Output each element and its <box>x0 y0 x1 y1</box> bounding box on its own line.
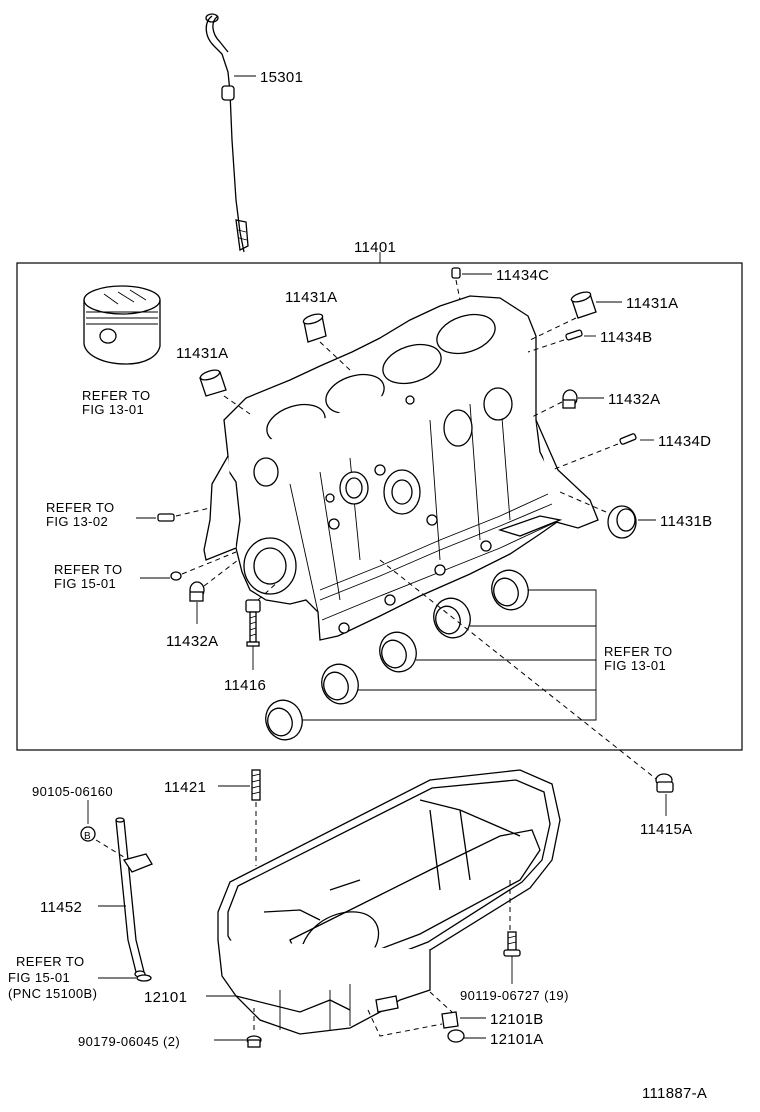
cylinder-block[interactable] <box>203 295 599 641</box>
label-11434c: 11434C <box>496 267 549 284</box>
label-12101: 12101 <box>144 989 187 1006</box>
label-11452: 11452 <box>40 899 82 916</box>
plug-11431a-right[interactable] <box>570 290 597 319</box>
pnc-ref-line2: FIG 15-01 <box>8 970 70 985</box>
label-90179: 90179-06045 (2) <box>78 1034 180 1049</box>
oil-pan-12101[interactable] <box>217 769 561 1035</box>
label-11401: 11401 <box>354 239 396 256</box>
label-11432a-right: 11432A <box>608 391 660 408</box>
pin-11434d[interactable] <box>619 433 637 445</box>
sensor-ref-line2: FIG 15-01 <box>54 576 116 591</box>
plug-11431a-top[interactable] <box>302 312 327 343</box>
label-11431a-left: 11431A <box>176 345 228 362</box>
clip-12101b[interactable] <box>441 1011 459 1029</box>
side-ref-line1: REFER TO <box>46 500 114 515</box>
label-12101b: 12101B <box>490 1011 544 1028</box>
bearing-shells[interactable] <box>260 565 534 745</box>
plug-11431a-left[interactable] <box>199 368 227 397</box>
sensor-icon <box>170 571 182 581</box>
piston-ref-line1: REFER TO <box>82 388 150 403</box>
plug-11431b[interactable] <box>607 505 637 539</box>
pnc-ref-line1: REFER TO <box>16 954 84 969</box>
pin-11434b[interactable] <box>565 329 583 341</box>
bolt-90119[interactable] <box>503 931 521 957</box>
label-11431a-top: 11431A <box>285 289 337 306</box>
label-90105: 90105-06160 <box>32 784 113 799</box>
block-assembly-frame <box>16 262 743 751</box>
pnc-ref-line3: (PNC 15100B) <box>8 986 97 1001</box>
sensor-ref-line1: REFER TO <box>54 562 122 577</box>
stud-11416[interactable] <box>245 599 261 647</box>
gauge-guide-11452[interactable] <box>115 817 153 978</box>
stud-11421[interactable] <box>251 769 261 801</box>
bearings-ref-line1: REFER TO <box>604 644 672 659</box>
bearings-ref-line2: FIG 13-01 <box>604 658 666 673</box>
clip-12101a[interactable] <box>447 1029 465 1043</box>
piston-icon <box>83 285 161 365</box>
plug-11434c[interactable] <box>451 267 461 279</box>
label-11415a: 11415A <box>640 821 692 838</box>
label-11421: 11421 <box>164 779 206 796</box>
label-90119: 90119-06727 (19) <box>460 988 569 1003</box>
bolt-side-icon <box>157 513 175 522</box>
diagram-id: 111887-A <box>642 1085 707 1102</box>
piston-ref-line2: FIG 13-01 <box>82 402 144 417</box>
label-11434d: 11434D <box>658 433 711 450</box>
label-15301: 15301 <box>260 69 303 86</box>
oil-dipstick[interactable] <box>205 13 249 253</box>
label-11432a-left: 11432A <box>166 633 218 650</box>
label-11431a-right: 11431A <box>626 295 678 312</box>
drain-plug-11415a[interactable] <box>655 773 674 793</box>
label-12101a: 12101A <box>490 1031 544 1048</box>
label-11434b: 11434B <box>600 329 652 346</box>
marker-b-letter: B <box>84 831 91 842</box>
oring-icon <box>136 974 152 982</box>
label-11431b: 11431B <box>660 513 712 530</box>
bolt-b-marker[interactable]: B <box>80 826 96 842</box>
plug-11432a-right[interactable] <box>562 389 578 409</box>
label-11416: 11416 <box>224 677 266 694</box>
gasket-90179[interactable] <box>246 1035 262 1048</box>
side-ref-line2: FIG 13-02 <box>46 514 108 529</box>
plug-11432a-left[interactable] <box>189 581 205 602</box>
